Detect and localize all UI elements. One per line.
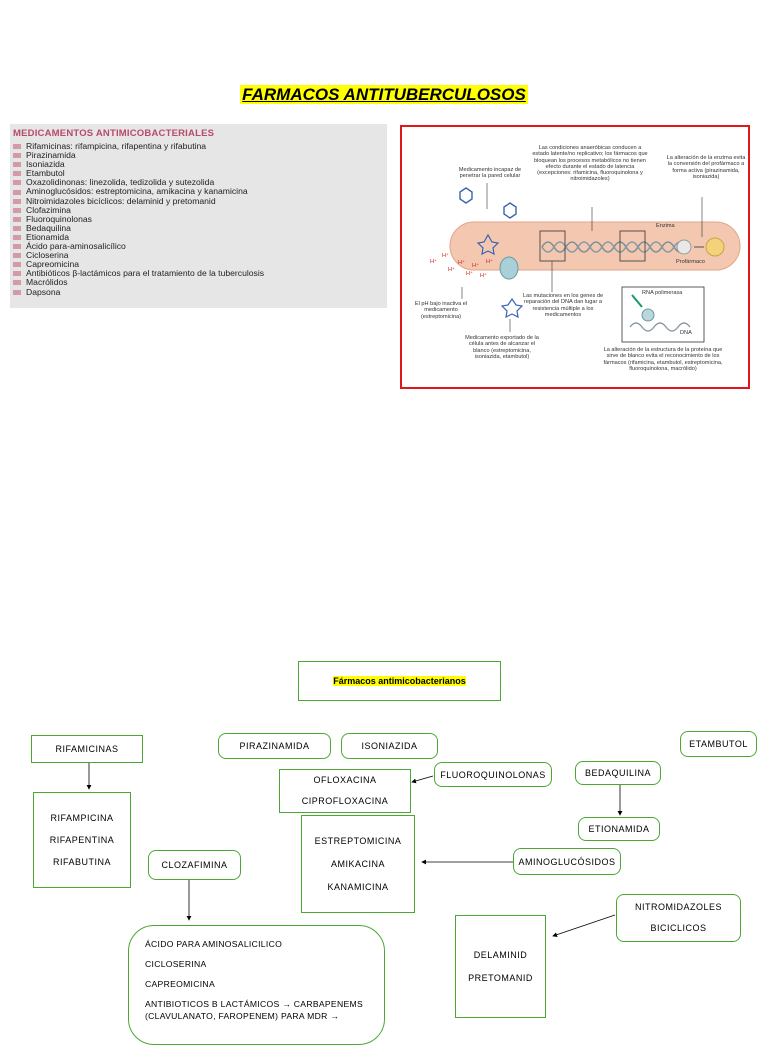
- cant-penetrate-label: Medicamento incapaz de penetrar la pared…: [458, 167, 522, 180]
- aminoglucosidos-box: AMINOGLUCÓSIDOS: [513, 848, 621, 875]
- bullet-square-icon: [13, 225, 21, 231]
- hplus-label: H⁺: [430, 259, 437, 265]
- list-item: Ácido para-aminosalicílico: [13, 241, 264, 251]
- rifamicinas-children-box: RIFAMPICINA RIFAPENTINA RIFABUTINA: [33, 792, 131, 888]
- bullet-square-icon: [13, 153, 21, 159]
- hplus-label: H⁺: [480, 273, 487, 279]
- list-item: Macrólidos: [13, 278, 264, 287]
- list-item: Clofazimina: [13, 205, 264, 215]
- list-item: Etionamida: [13, 232, 264, 242]
- target-highlight-box: [619, 230, 646, 262]
- exported-drug-label: Medicamento exportado de la célula antes…: [465, 335, 539, 360]
- list-item: Etambutol: [13, 169, 264, 178]
- bullet-square-icon: [13, 180, 21, 186]
- med-list: Rifamicinas: rifampicina, rifapentina y …: [13, 141, 264, 297]
- nitromidazoles-box: NITROMIDAZOLES BICICLICOS: [616, 894, 741, 942]
- list-item: Nitroimidazoles bicíclicos: delaminid y …: [13, 196, 264, 206]
- flowchart-title-box: Fármacos antimicobacterianos: [298, 661, 501, 701]
- rna-strand: [631, 294, 643, 308]
- bullet-square-icon: [13, 144, 21, 150]
- diagram-illustration: [449, 183, 741, 343]
- resistance-mechanism-diagram: H⁺ H⁺ H⁺ H⁺ H⁺ H⁺ H⁺ H⁺ Las condiciones …: [400, 125, 750, 389]
- drug-molecule-hexagon: [503, 202, 517, 219]
- anaerobic-label: Las condiciones anaeróbicas conducen a e…: [532, 145, 648, 183]
- drug-molecule-hexagon: [459, 187, 473, 204]
- inset-dna-strand: [629, 322, 691, 332]
- bullet-square-icon: [13, 198, 21, 204]
- arrow-fluoroquinolonas: [411, 775, 434, 784]
- rna-polymerase-shape: [641, 308, 655, 322]
- dna-helix-strand-b: [541, 241, 687, 253]
- page-title: FARMACOS ANTITUBERCULOSOS: [240, 85, 528, 104]
- mutation-highlight-box: [539, 230, 566, 262]
- fluoroquinolonas-children-box: OFLOXACINA CIPROFLOXACINA: [279, 769, 411, 813]
- arrow-nitromidazoles: [552, 914, 616, 937]
- bullet-square-icon: [13, 189, 21, 195]
- med-list-heading: MEDICAMENTOS ANTIMICOBACTERIALES: [13, 128, 215, 139]
- enzyme-alteration-label: La alteración de la enzima evita la conv…: [666, 155, 746, 180]
- list-item: Fluoroquinolonas: [13, 214, 264, 224]
- ph-label: El pH bajo inactiva el medicamento (estr…: [414, 301, 468, 320]
- list-item: Dapsona: [13, 287, 264, 297]
- profarmaco-label: Profármaco: [676, 259, 705, 265]
- bullet-square-icon: [13, 280, 21, 286]
- bullet-square-icon: [13, 244, 21, 250]
- bullet-square-icon: [13, 216, 21, 222]
- clozafimina-box: CLOZAFIMINA: [148, 850, 241, 880]
- prodrug-shape: [705, 237, 725, 257]
- bedaquilina-box: BEDAQUILINA: [575, 761, 661, 785]
- nitromidazoles-children-box: DELAMINID PRETOMANID: [455, 915, 546, 1018]
- hplus-label: H⁺: [472, 263, 479, 269]
- rna-polymerase-label: RNA polimerasa: [642, 290, 683, 296]
- list-item: Isoniazida: [13, 160, 264, 169]
- hplus-label: H⁺: [486, 259, 493, 265]
- list-item: Rifamicinas: rifampicina, rifapentina y …: [13, 141, 264, 151]
- bullet-square-icon: [13, 162, 21, 168]
- other-drugs-box: ÁCIDO PARA AMINOSALICILICO CICLOSERINA C…: [128, 925, 385, 1045]
- hplus-label: H⁺: [448, 267, 455, 273]
- drug-molecule-star: [476, 233, 500, 256]
- list-item: Bedaquilina: [13, 223, 264, 233]
- list-item: Antibióticos β-lactámicos para el tratam…: [13, 269, 264, 278]
- enzyme-shape: [676, 239, 692, 255]
- pirazinamida-box: PIRAZINAMIDA: [218, 733, 331, 759]
- dna-label: DNA: [680, 330, 692, 336]
- efflux-pump-shape: [499, 256, 519, 280]
- rna-polymerase-inset: [621, 286, 705, 343]
- enzima-label: Enzima: [656, 223, 675, 229]
- list-item: Capreomicina: [13, 260, 264, 269]
- bullet-square-icon: [13, 271, 21, 277]
- hplus-label: H⁺: [458, 260, 465, 266]
- list-item: Aminoglucósidos: estreptomicina, amikaci…: [13, 187, 264, 196]
- isoniazida-box: ISONIAZIDA: [341, 733, 438, 759]
- bullet-square-icon: [13, 207, 21, 213]
- etionamida-box: ETIONAMIDA: [578, 817, 660, 841]
- etambutol-box: ETAMBUTOL: [680, 731, 757, 757]
- bullet-square-icon: [13, 262, 21, 268]
- rifamicinas-box: RIFAMICINAS: [31, 735, 143, 763]
- mutations-label: Las mutaciones en los genes de reparació…: [522, 293, 604, 318]
- bullet-square-icon: [13, 289, 21, 295]
- aminoglucosidos-children-box: ESTREPTOMICINA AMIKACINA KANAMICINA: [301, 815, 415, 913]
- list-item: Pirazinamida: [13, 150, 264, 160]
- bullet-square-icon: [13, 234, 21, 240]
- bullet-square-icon: [13, 253, 21, 259]
- list-item: Oxazolidinonas: linezolida, tedizolida y…: [13, 178, 264, 187]
- bacterial-cell-shape: [449, 221, 741, 271]
- list-item: Cicloserina: [13, 251, 264, 260]
- bullet-square-icon: [13, 171, 21, 177]
- hplus-label: H⁺: [442, 253, 449, 259]
- protein-alteration-label: La alteración de la estructura de la pro…: [603, 347, 723, 372]
- medication-list-panel: MEDICAMENTOS ANTIMICOBACTERIALES Rifamic…: [10, 124, 387, 308]
- hplus-label: H⁺: [466, 271, 473, 277]
- drug-molecule-star: [500, 297, 524, 319]
- fluoroquinolonas-box: FLUOROQUINOLONAS: [434, 762, 552, 787]
